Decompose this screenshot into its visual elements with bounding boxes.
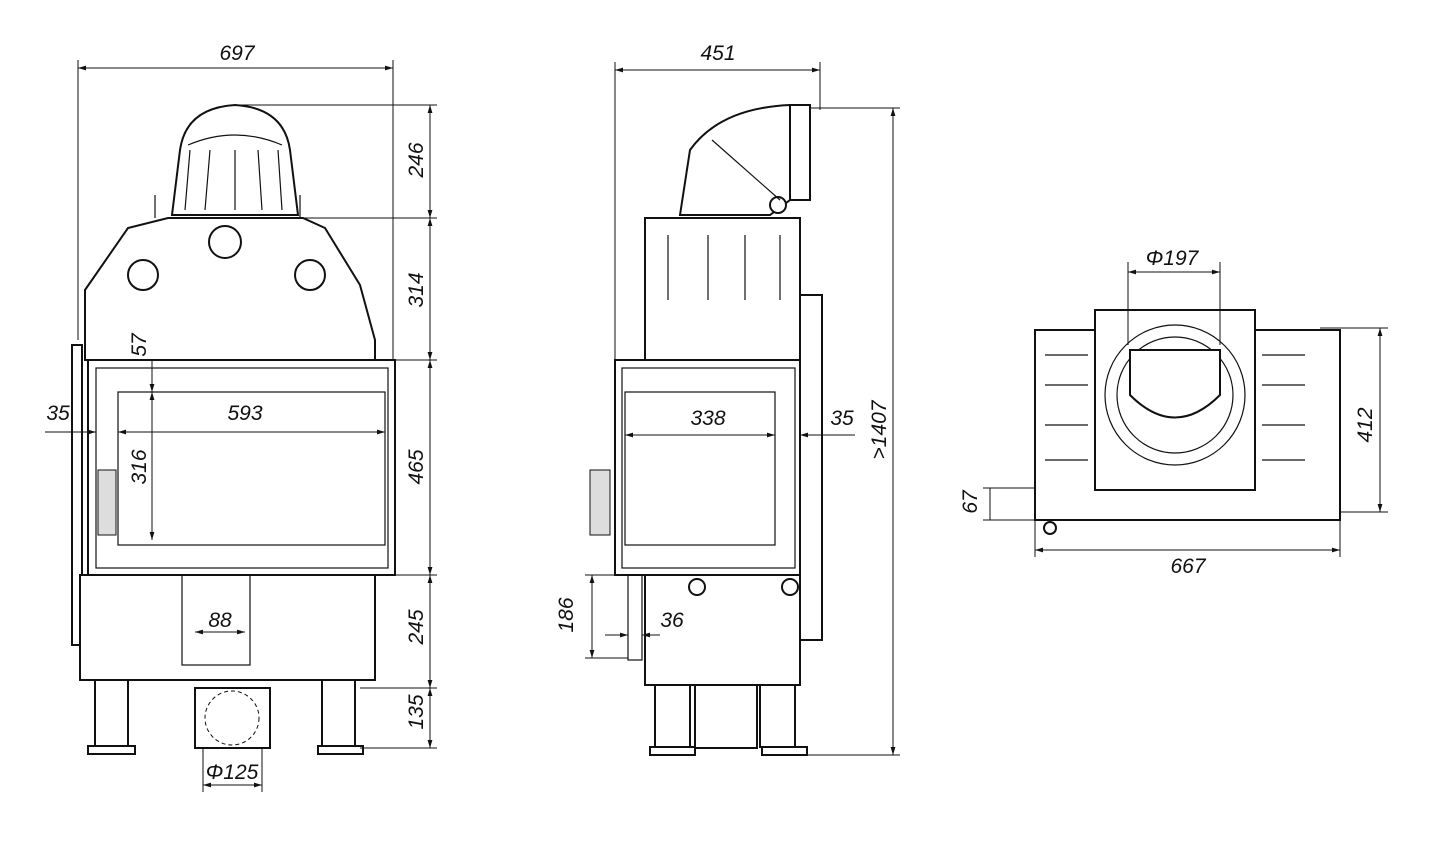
- side-door-handle: [589, 469, 611, 536]
- dim-door-frame-top: 57: [128, 332, 151, 357]
- dim-hood-height: 246: [405, 142, 428, 178]
- dim-total-height: >1407: [868, 399, 891, 459]
- dim-air-inlet-diameter: Φ125: [206, 761, 259, 784]
- dim-width-overall: 697: [219, 42, 255, 65]
- dim-glass-width: 593: [227, 402, 262, 425]
- dim-glass-height: 316: [128, 449, 151, 484]
- dim-depth: 412: [1354, 407, 1377, 442]
- dim-handle-height: 186: [555, 597, 578, 632]
- dim-side-glass-width: 338: [690, 407, 725, 430]
- top-view: Φ197 412 67 667: [959, 247, 1388, 578]
- dim-depth-overall: 451: [700, 42, 735, 65]
- dim-width: 667: [1170, 555, 1206, 578]
- dim-handle-offset: 36: [660, 609, 684, 632]
- glass: [117, 391, 386, 546]
- dim-leg-height: 135: [405, 694, 428, 729]
- dim-flue-diameter: Φ197: [1146, 247, 1200, 270]
- dim-side-offset: 35: [830, 407, 854, 430]
- dim-upper-height: 314: [405, 272, 428, 307]
- dim-side-offset: 35: [46, 402, 70, 425]
- door-frame: [87, 359, 396, 576]
- dim-base-height: 245: [405, 609, 428, 645]
- side-view: 451 338 35 186 36 >1407: [555, 42, 900, 756]
- front-view: 697 246 314 465 245 135 57 35 593 316 88…: [45, 42, 437, 792]
- dim-air-inlet-width: 88: [208, 609, 232, 632]
- dim-door-height: 465: [405, 449, 428, 484]
- dim-front-offset: 67: [959, 489, 982, 514]
- door-handle: [97, 469, 117, 536]
